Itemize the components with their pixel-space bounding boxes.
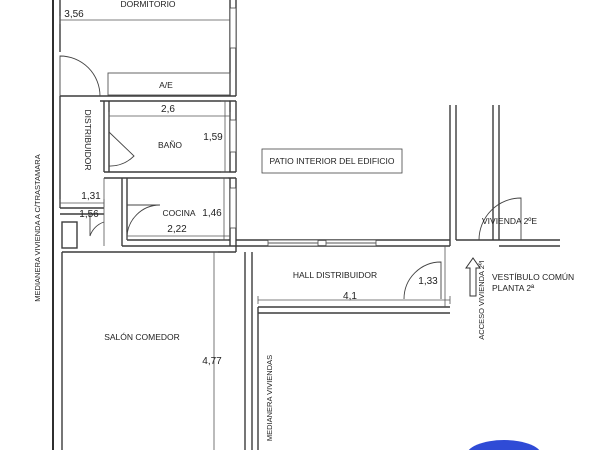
dim-146: 1,46 (202, 208, 222, 219)
room-label-distribuidor: DISTRIBUIDOR (83, 110, 93, 171)
dim-133: 1,33 (418, 276, 438, 287)
room-label-hall: HALL DISTRIBUIDOR (293, 270, 377, 280)
acceso-label: ACCESO VIVIENDA 2ºI (477, 260, 486, 339)
room-label-bano: BAÑO (158, 140, 182, 150)
dim-41: 4,1 (343, 291, 357, 302)
room-label-salon: SALÓN COMEDOR (104, 332, 180, 342)
dim-356: 3,56 (64, 9, 84, 20)
dim-159: 1,59 (203, 132, 223, 143)
mediana-left-label: MEDIANERA VIVIENDA A C/TRASTAMARA (33, 154, 42, 301)
dimension-lines (59, 16, 451, 450)
room-label-vestibulo-1: VESTÍBULO COMÚN (492, 272, 574, 282)
doors (59, 55, 522, 300)
dim-222: 2,22 (167, 224, 187, 235)
dim-131: 1,31 (81, 191, 101, 202)
room-label-vivienda: VIVIENDA 2ºE (482, 216, 537, 226)
dim-156: 1,56 (79, 209, 99, 220)
dim-477: 4,77 (202, 356, 222, 367)
room-label-patio: PATIO INTERIOR DEL EDIFICIO (270, 156, 395, 166)
access-arrow (465, 257, 481, 297)
mediana-right-label: MEDIANERA VIVIENDAS (265, 355, 274, 441)
room-label-ae: A/E (159, 80, 173, 90)
room-label-dormitorio: DORMITORIO (120, 0, 175, 9)
patio-label-box (261, 148, 403, 174)
walls (52, 0, 560, 450)
windows (229, 7, 377, 247)
room-label-vestibulo-2: PLANTA 2ª (492, 283, 535, 293)
logo-badge (468, 440, 540, 450)
room-label-cocina: COCINA (162, 208, 195, 218)
dim-26: 2,6 (161, 104, 175, 115)
